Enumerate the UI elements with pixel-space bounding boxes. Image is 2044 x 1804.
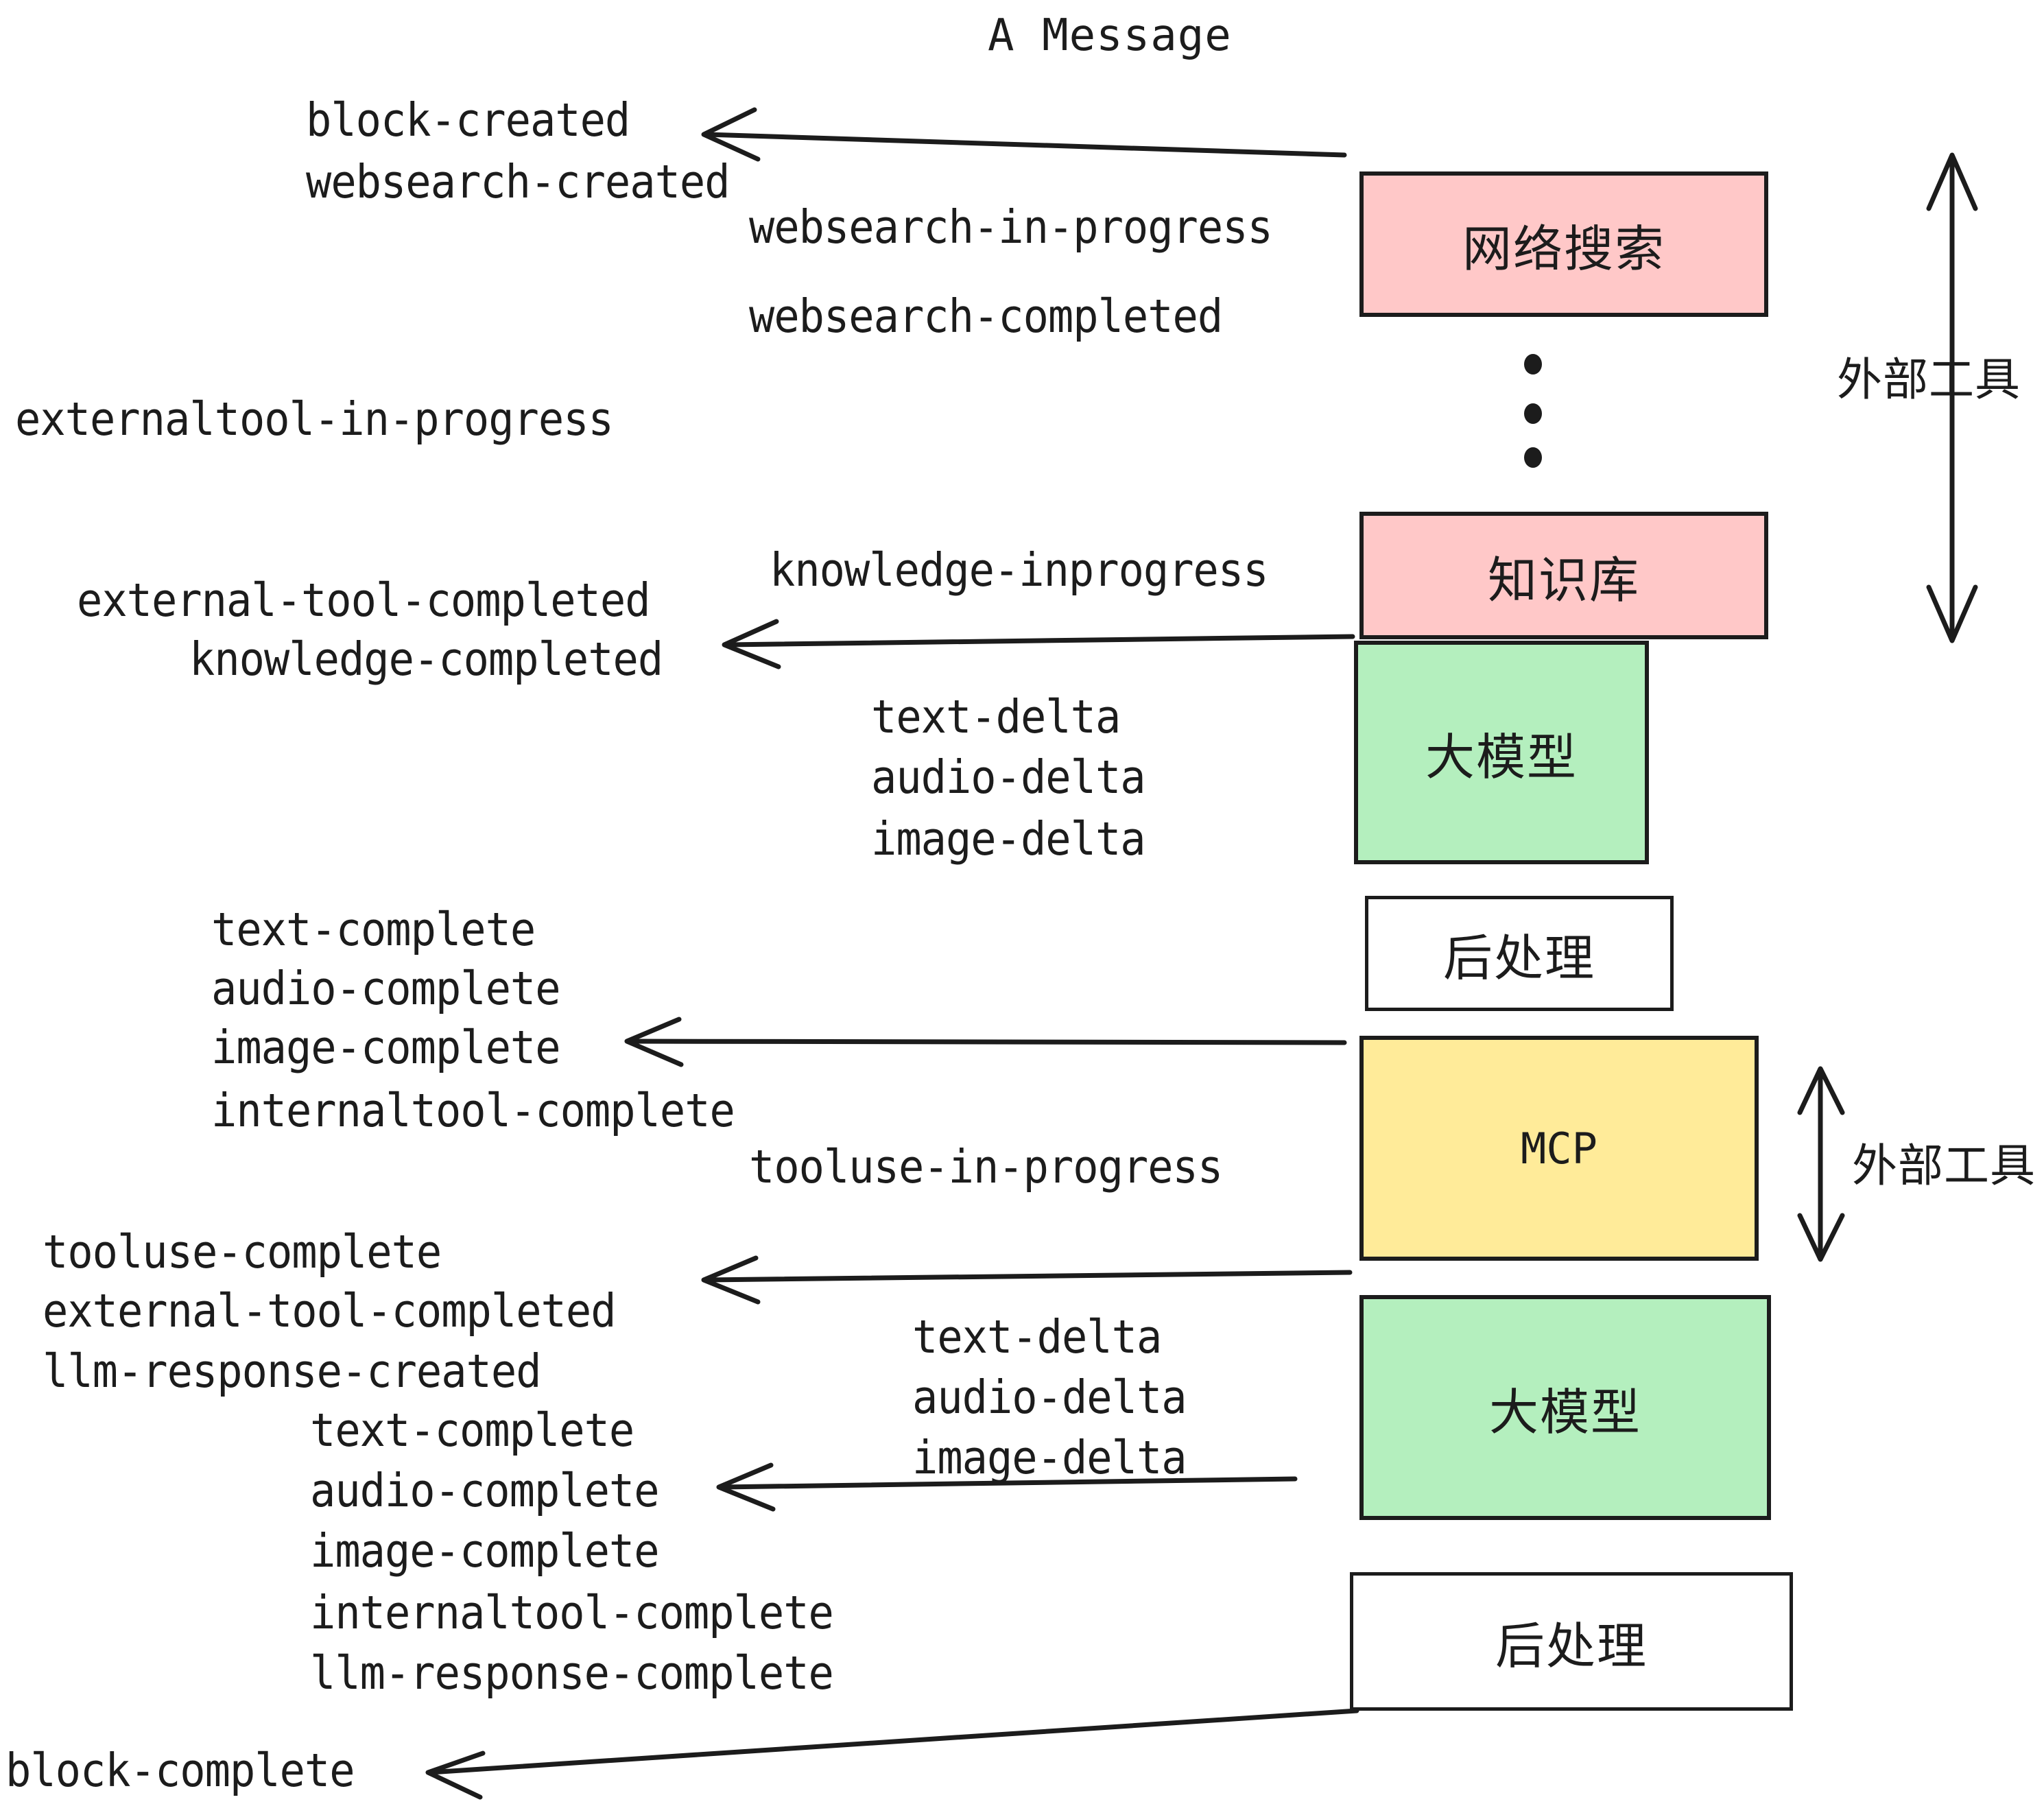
event-tooluse-in-progress: tooluse-in-progress bbox=[749, 1139, 1223, 1194]
event-audio-delta-2: audio-delta bbox=[912, 1370, 1187, 1425]
event-text-complete-1: text-complete bbox=[211, 902, 536, 957]
event-text-complete-2: text-complete bbox=[310, 1403, 634, 1458]
event-text-delta-1: text-delta bbox=[871, 689, 1121, 744]
event-knowledge-completed: knowledge-completed bbox=[189, 632, 663, 687]
event-text-delta-2: text-delta bbox=[912, 1309, 1162, 1364]
group-label-external-tool-bottom: 外部工具 bbox=[1852, 1139, 2036, 1192]
event-external-tool-completed-2: external-tool-completed bbox=[43, 1283, 617, 1338]
node-websearch-label: 网络搜索 bbox=[1462, 219, 1665, 278]
node-postprocess-bottom: 后处理 bbox=[1350, 1572, 1793, 1711]
node-websearch: 网络搜索 bbox=[1359, 171, 1768, 317]
event-audio-delta-1: audio-delta bbox=[871, 750, 1146, 805]
node-knowledge-label: 知识库 bbox=[1487, 551, 1640, 609]
event-llm-response-created: llm-response-created bbox=[43, 1344, 542, 1399]
node-llm-top-label: 大模型 bbox=[1425, 728, 1578, 786]
event-tooluse-complete: tooluse-complete bbox=[43, 1224, 442, 1279]
event-externaltool-in-progress: externaltool-in-progress bbox=[15, 392, 614, 447]
event-internaltool-complete-1: internaltool-complete bbox=[211, 1083, 735, 1138]
node-llm-bottom: 大模型 bbox=[1359, 1295, 1771, 1520]
node-postprocess-bottom-label: 后处理 bbox=[1495, 1617, 1648, 1675]
arrow-websearch-to-created bbox=[704, 132, 1347, 158]
node-postprocess-top-label: 后处理 bbox=[1442, 929, 1595, 987]
ellipsis-dot-1 bbox=[1524, 354, 1542, 375]
node-knowledge: 知识库 bbox=[1359, 512, 1768, 639]
event-llm-response-complete: llm-response-complete bbox=[310, 1646, 834, 1700]
node-mcp: MCP bbox=[1359, 1036, 1759, 1261]
event-block-created: block-created bbox=[306, 93, 630, 147]
event-image-complete-1: image-complete bbox=[211, 1020, 561, 1075]
event-internaltool-complete-2: internaltool-complete bbox=[310, 1585, 834, 1640]
event-image-complete-2: image-complete bbox=[310, 1523, 660, 1578]
group-label-external-tool-top: 外部工具 bbox=[1837, 353, 2021, 406]
event-audio-complete-2: audio-complete bbox=[310, 1463, 660, 1518]
event-audio-complete-1: audio-complete bbox=[211, 961, 561, 1016]
node-postprocess-top: 后处理 bbox=[1365, 896, 1674, 1011]
event-websearch-created: websearch-created bbox=[306, 154, 730, 209]
event-websearch-completed: websearch-completed bbox=[749, 289, 1223, 344]
arrow-postprocess-to-imagecomplete bbox=[627, 1039, 1347, 1045]
arrow-knowledge-to-completed bbox=[724, 634, 1355, 648]
node-mcp-label: MCP bbox=[1521, 1123, 1597, 1174]
arrow-postprocess-to-blockcomplete bbox=[428, 1708, 1359, 1775]
node-llm-bottom-label: 大模型 bbox=[1488, 1383, 1641, 1441]
event-block-complete: block-complete bbox=[5, 1743, 355, 1798]
diagram-title: A Message bbox=[988, 10, 1232, 61]
arrow-mcp-to-tooluse-complete bbox=[704, 1270, 1353, 1283]
ellipsis-dot-3 bbox=[1524, 447, 1542, 468]
node-llm-top: 大模型 bbox=[1354, 641, 1649, 864]
event-external-tool-completed-1: external-tool-completed bbox=[77, 573, 651, 628]
event-image-delta-2: image-delta bbox=[912, 1430, 1187, 1485]
ellipsis-dot-2 bbox=[1524, 403, 1542, 424]
event-image-delta-1: image-delta bbox=[871, 811, 1146, 866]
event-knowledge-inprogress: knowledge-inprogress bbox=[770, 543, 1269, 597]
event-websearch-in-progress: websearch-in-progress bbox=[749, 200, 1273, 254]
